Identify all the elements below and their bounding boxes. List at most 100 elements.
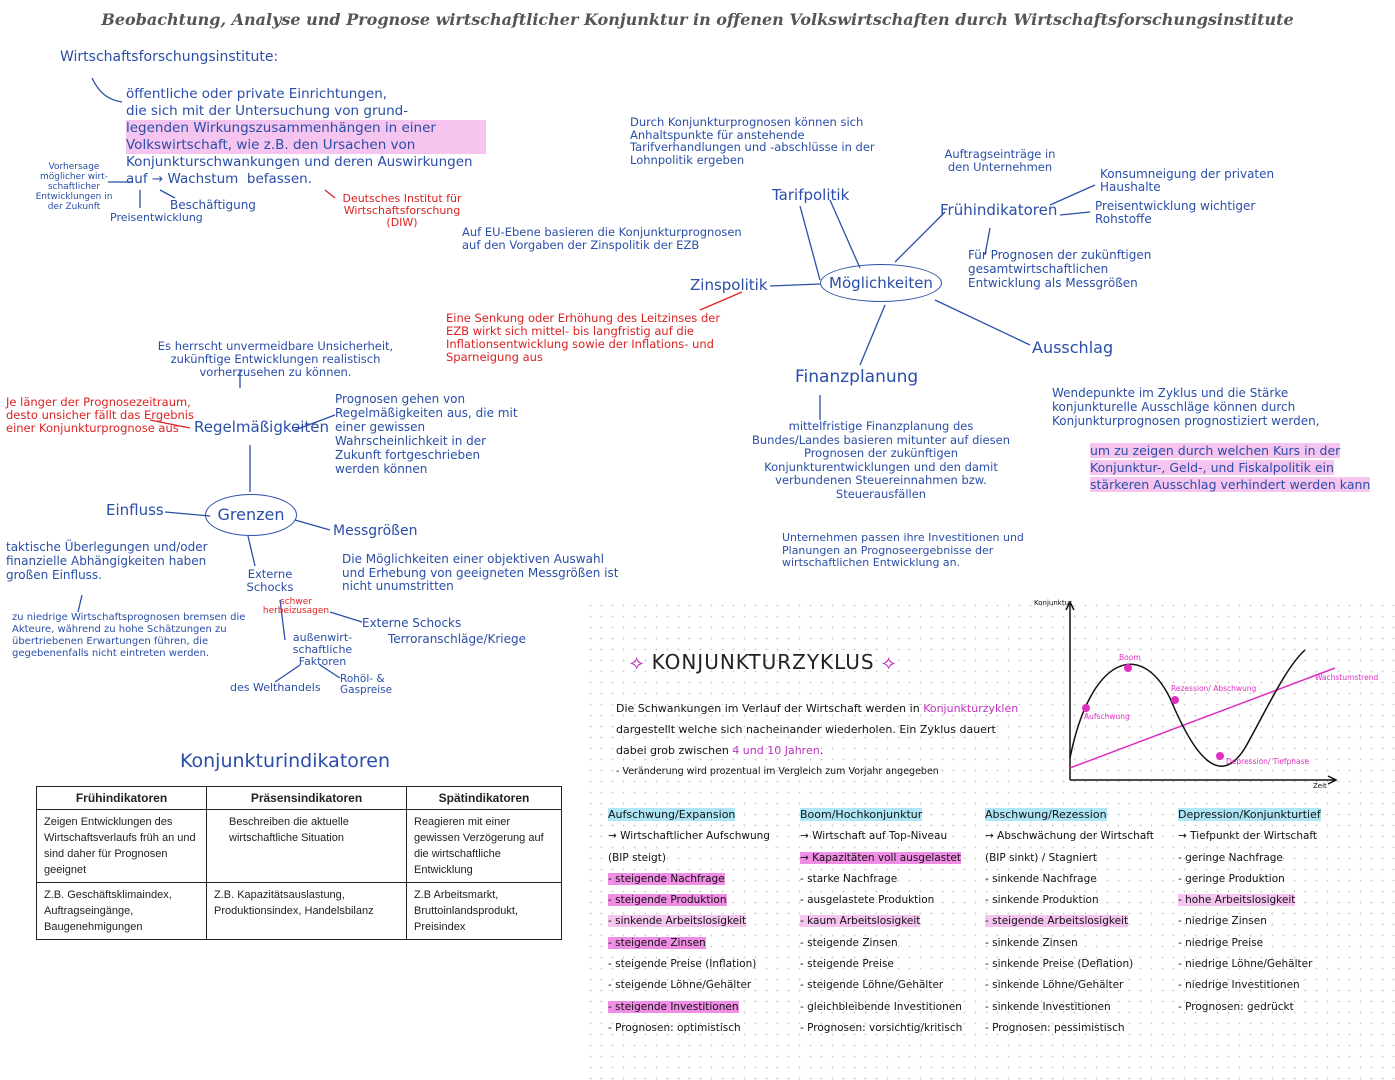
- list-item: - sinkende Preise (Deflation): [985, 958, 1134, 971]
- rezession-point: [1171, 696, 1179, 704]
- depression-label: Depression/ Tiefphase: [1226, 757, 1310, 766]
- boom-label: Boom: [1119, 653, 1141, 662]
- frueh-c: Preisentwicklung wichtiger Rohstoffe: [1095, 199, 1256, 226]
- phase-heading: Boom/Hochkonjunktur: [800, 808, 923, 821]
- table-header: Spätindikatoren: [406, 786, 562, 810]
- beschaeftigung-label: Beschäftigung: [170, 198, 256, 212]
- reg-red-text: Je länger der Prognosezeitraum, desto un…: [6, 395, 194, 435]
- node-ausschlag: Ausschlag: [1032, 338, 1114, 357]
- diw-note: Deutsches Institut für Wirtschaftsforsch…: [342, 192, 462, 229]
- list-item: (BIP sinkt) / Stagniert: [985, 851, 1097, 864]
- phase-column-depression: Depression/Konjunkturtief → Tiefpunkt de…: [1178, 804, 1383, 1018]
- fin-text-2: Unternehmen passen ihre Investitionen un…: [782, 531, 1024, 569]
- growth-trend-line: [1069, 667, 1336, 769]
- institute-line: öffentliche oder private Einrichtungen,: [126, 86, 388, 102]
- list-item: - steigende Preise: [800, 958, 894, 971]
- list-item: - sinkende Investitionen: [985, 1000, 1111, 1013]
- list-item: - steigende Arbeitslosigkeit: [985, 915, 1129, 928]
- phase-column-aufschwung: Aufschwung/Expansion → Wirtschaftlicher …: [608, 804, 798, 1039]
- table-cell: Zeigen Entwicklungen des Wirtschaftsverl…: [36, 809, 207, 883]
- ausschlag-highlight-text: um zu zeigen durch welchen Kurs in der K…: [1090, 443, 1371, 492]
- phase-column-abschwung: Abschwung/Rezession → Abschwächung der W…: [985, 804, 1175, 1039]
- list-item: - Prognosen: optimistisch: [608, 1021, 741, 1034]
- einfluss-text: taktische Überlegungen und/oder finanzie…: [6, 540, 208, 582]
- list-item: → Wirtschaft auf Top-Niveau: [800, 830, 948, 843]
- list-item: → Abschwächung der Wirtschaft: [985, 830, 1154, 843]
- zyklus-line: dargestellt welche sich nacheinander wie…: [616, 723, 996, 736]
- aufschwung-point: [1082, 704, 1090, 712]
- welthandel-label: des Welthandels: [230, 681, 321, 694]
- list-item: - kaum Arbeitslosigkeit: [800, 915, 921, 928]
- phase-column-boom: Boom/Hochkonjunktur → Wirtschaft auf Top…: [800, 804, 985, 1039]
- preis-label: Preisentwicklung: [110, 211, 203, 224]
- list-item: - niedrige Investitionen: [1178, 979, 1300, 992]
- phase-heading: Aufschwung/Expansion: [608, 808, 736, 821]
- list-item: - steigende Löhne/Gehälter: [608, 979, 752, 992]
- ext2-text: Terroranschläge/Kriege: [388, 632, 527, 646]
- list-item: - Prognosen: pessimistisch: [985, 1021, 1125, 1034]
- institute-line: legenden Wirkungszusammenhängen in einer: [126, 120, 486, 137]
- table-row: Z.B. Geschäftsklimaindex, Auftragseingän…: [36, 882, 562, 940]
- ausschlag-highlight: um zu zeigen durch welchen Kurs in der K…: [1090, 442, 1380, 493]
- list-item: (BIP steigt): [608, 851, 666, 864]
- aussen-faktoren: außenwirt- schaftliche Faktoren: [292, 631, 353, 668]
- list-item: - steigende Produktion: [608, 894, 727, 907]
- list-item: → Kapazitäten voll ausgelastet: [800, 851, 961, 864]
- mindmap-center-moeglichkeiten: Möglichkeiten: [820, 264, 942, 302]
- konjunktur-cycle-chart: Konjunktur Zeit Wachstumstrend Boom Aufs…: [1034, 599, 1378, 790]
- list-item: - Prognosen: gedrückt: [1178, 1000, 1294, 1013]
- list-item: → Tiefpunkt der Wirtschaft: [1178, 830, 1318, 843]
- ext-red-note: schwer herbeizusagen: [262, 597, 330, 616]
- list-item: - steigende Preise (Inflation): [608, 958, 757, 971]
- list-item: → Wirtschaftlicher Aufschwung: [608, 830, 770, 843]
- table-header: Präsensindikatoren: [206, 786, 407, 810]
- list-item: - geringe Nachfrage: [1178, 851, 1283, 864]
- frueh-a: Auftragseinträge in den Unternehmen: [944, 147, 1056, 174]
- list-item: - steigende Zinsen: [608, 936, 706, 949]
- zyklus-line: dabei grob zwischen 4 und 10 Jahren.: [616, 744, 824, 757]
- node-zinspolitik: Zinspolitik: [690, 276, 768, 294]
- node-externe-schocks-2: Externe Schocks: [362, 616, 462, 630]
- institute-line: die sich mit der Untersuchung von grund-: [126, 103, 409, 119]
- node-tarifpolitik: Tarifpolitik: [772, 186, 850, 204]
- list-item: - steigende Löhne/Gehälter: [800, 979, 944, 992]
- list-item: - niedrige Löhne/Gehälter: [1178, 958, 1313, 971]
- list-item: - hohe Arbeitslosigkeit: [1178, 894, 1296, 907]
- list-item: - starke Nachfrage: [800, 872, 898, 885]
- list-item: - sinkende Arbeitslosigkeit: [608, 915, 747, 928]
- reg-right-text: Prognosen gehen von Regelmäßigkeiten aus…: [335, 392, 518, 476]
- forecast-note: Vorhersage möglicher wirt- schaftlicher …: [35, 162, 113, 212]
- table-cell: Beschreiben die aktuelle wirtschaftliche…: [206, 809, 407, 883]
- reg-top-text: Es herrscht unvermeidbare Unsicherheit, …: [157, 339, 394, 379]
- table-cell: Z.B Arbeitsmarkt, Bruttoinlandsprodukt, …: [406, 882, 562, 940]
- phase-heading: Abschwung/Rezession: [985, 808, 1107, 821]
- list-item: - steigende Nachfrage: [608, 872, 725, 885]
- institute-definition: öffentliche oder private Einrichtungen, …: [126, 86, 486, 188]
- phase-heading: Depression/Konjunkturtief: [1178, 808, 1321, 821]
- list-item: - niedrige Zinsen: [1178, 915, 1267, 928]
- list-item: - sinkende Löhne/Gehälter: [985, 979, 1124, 992]
- node-finanzplanung: Finanzplanung: [795, 367, 919, 387]
- boom-point: [1124, 664, 1132, 672]
- indicators-table: Frühindikatoren Präsensindikatoren Späti…: [36, 786, 562, 940]
- ausschlag-text: Wendepunkte im Zyklus und die Stärke kon…: [1052, 386, 1320, 428]
- zyklus-description: Die Schwankungen im Verlauf der Wirtscha…: [616, 698, 1046, 782]
- node-regelmaessigkeiten: Regelmäßigkeiten: [194, 418, 329, 436]
- institute-heading: Wirtschaftsforschungsinstitute:: [60, 49, 279, 65]
- x-axis-arrow: [1327, 775, 1338, 785]
- list-item: - sinkende Zinsen: [985, 936, 1078, 949]
- zyklus-line: - Veränderung wird prozentual im Verglei…: [616, 766, 939, 777]
- node-einfluss: Einfluss: [106, 501, 164, 519]
- rezession-label: Rezession/ Abschwung: [1171, 684, 1257, 693]
- list-item: - sinkende Produktion: [985, 894, 1099, 907]
- tarif-text: Durch Konjunkturprognosen können sich An…: [630, 115, 875, 167]
- konjunkturzyklus-panel: [585, 600, 1395, 1080]
- trend-label: Wachstumstrend: [1315, 673, 1378, 682]
- y-axis-arrow: [1065, 600, 1075, 611]
- institute-line: Konjunkturschwankungen und deren Auswirk…: [126, 154, 473, 170]
- einfluss-text-2: zu niedrige Wirtschaftsprognosen bremsen…: [12, 612, 246, 659]
- zins-red-text: Eine Senkung oder Erhöhung des Leitzinse…: [446, 311, 721, 364]
- frueh-b: Konsumneigung der privaten Haushalte: [1100, 167, 1275, 194]
- frueh-d: Für Prognosen der zukünftigen gesamtwirt…: [968, 248, 1152, 290]
- institute-line: auf → Wachstum befassen.: [126, 171, 312, 187]
